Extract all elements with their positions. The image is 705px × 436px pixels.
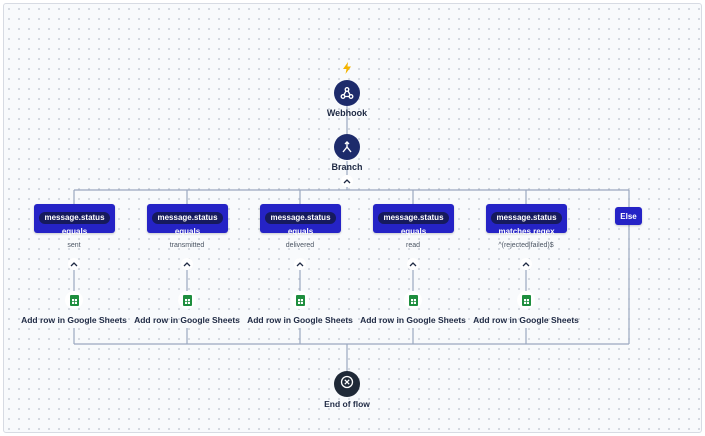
condition-card[interactable]: message.status equals — [34, 204, 115, 236]
google-sheets-icon — [182, 294, 192, 306]
collapse-chevron-up-icon[interactable] — [294, 258, 306, 270]
google-sheets-node[interactable] — [404, 291, 422, 309]
action-label: Add row in Google Sheets — [247, 315, 353, 325]
flow-canvas[interactable]: Webhook Branch message.status equals sen… — [3, 3, 702, 433]
condition-value: transmitted — [169, 242, 205, 249]
collapse-chevron-up-icon[interactable] — [520, 258, 532, 270]
condition-field: message.status — [39, 212, 110, 224]
condition-field: message.status — [491, 212, 562, 224]
condition-value: delivered — [285, 242, 315, 249]
action-label: Add row in Google Sheets — [134, 315, 240, 325]
end-of-flow-node[interactable] — [334, 371, 360, 397]
collapse-chevron-up-icon[interactable] — [181, 258, 193, 270]
else-branch-button[interactable]: Else — [615, 207, 642, 225]
condition-value: sent — [67, 242, 81, 249]
condition-card[interactable]: message.status equals — [373, 204, 454, 236]
condition-card[interactable]: message.status equals — [147, 204, 228, 236]
webhook-icon — [340, 86, 354, 100]
end-of-flow-label: End of flow — [324, 399, 370, 409]
webhook-node[interactable] — [334, 80, 360, 106]
google-sheets-node[interactable] — [291, 291, 309, 309]
condition-operator: matches regex — [498, 227, 555, 236]
condition-field: message.status — [152, 212, 223, 224]
branch-icon — [340, 140, 354, 154]
condition-field: message.status — [265, 212, 336, 224]
google-sheets-icon — [408, 294, 418, 306]
webhook-label: Webhook — [326, 108, 368, 118]
google-sheets-node[interactable] — [178, 291, 196, 309]
google-sheets-icon — [295, 294, 305, 306]
branch-node[interactable] — [334, 134, 360, 160]
condition-field: message.status — [378, 212, 449, 224]
google-sheets-icon — [521, 294, 531, 306]
action-label: Add row in Google Sheets — [360, 315, 466, 325]
google-sheets-node[interactable] — [517, 291, 535, 309]
condition-value: ^(rejected|failed)$ — [498, 242, 554, 249]
close-circle-icon — [340, 375, 354, 394]
google-sheets-icon — [69, 294, 79, 306]
flow-connectors — [73, 106, 630, 371]
condition-operator: equals — [61, 227, 88, 236]
google-sheets-node[interactable] — [65, 291, 83, 309]
condition-card[interactable]: message.status matches regex — [486, 204, 567, 236]
collapse-chevron-up-icon[interactable] — [68, 258, 80, 270]
collapse-chevron-up-icon[interactable] — [341, 175, 353, 187]
lightning-icon — [341, 61, 353, 74]
action-label: Add row in Google Sheets — [473, 315, 579, 325]
condition-operator: equals — [174, 227, 201, 236]
action-label: Add row in Google Sheets — [21, 315, 127, 325]
condition-operator: equals — [400, 227, 427, 236]
condition-value: read — [405, 242, 421, 249]
branch-label: Branch — [331, 162, 363, 172]
collapse-chevron-up-icon[interactable] — [407, 258, 419, 270]
condition-operator: equals — [287, 227, 314, 236]
condition-card[interactable]: message.status equals — [260, 204, 341, 236]
